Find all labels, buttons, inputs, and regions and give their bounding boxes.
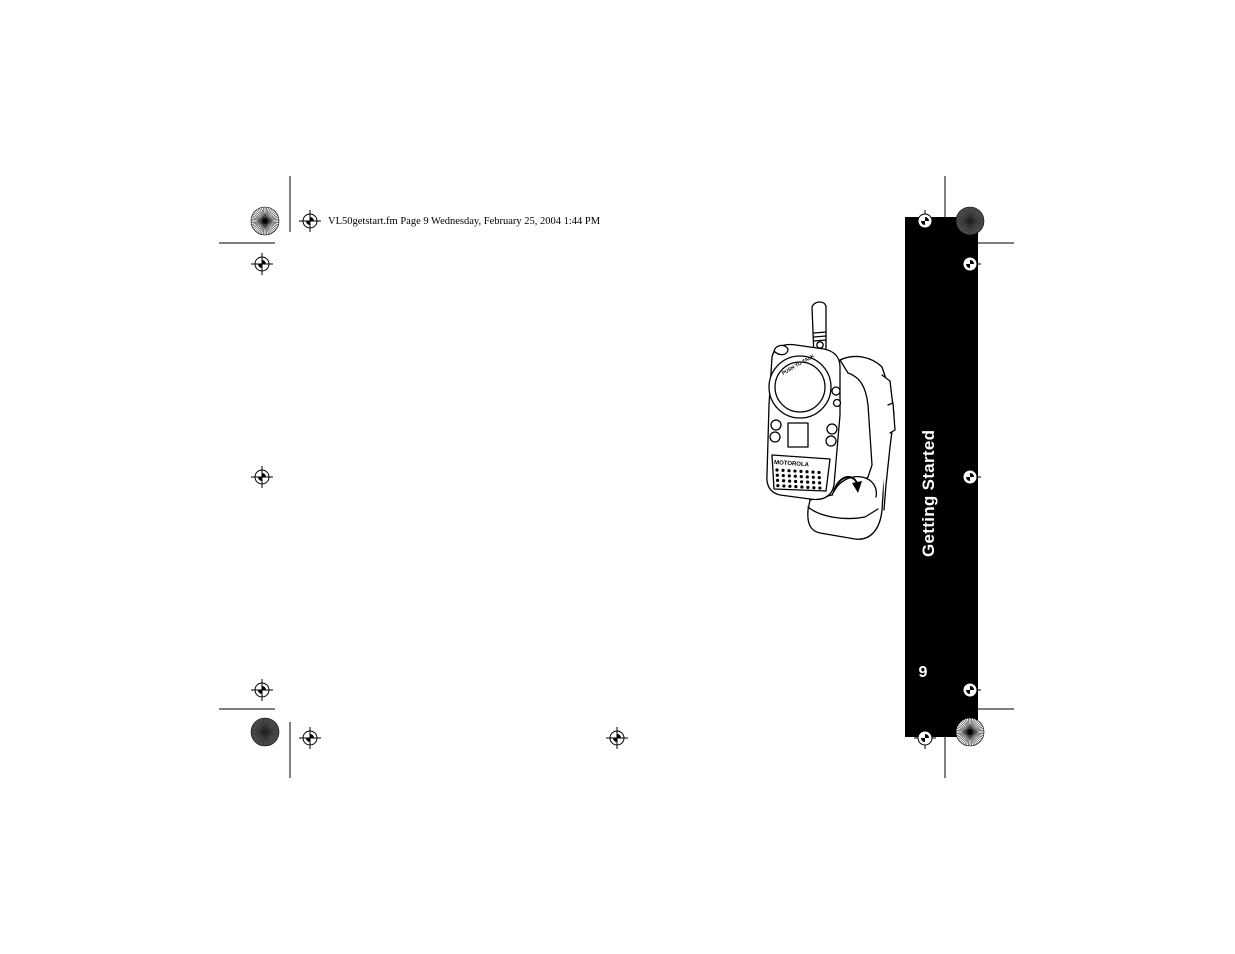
registration-target-icon <box>251 253 273 275</box>
radio-holster-illustration: PUSH TO TALK MOTOROLA <box>766 301 896 540</box>
starburst-icon <box>955 717 985 747</box>
starburst-icon <box>955 206 985 236</box>
page-number: 9 <box>918 664 928 681</box>
registration-target-icon <box>251 466 273 488</box>
registration-target-icon <box>959 466 981 488</box>
starburst-icon <box>250 717 280 747</box>
starburst-icon <box>250 206 280 236</box>
registration-target-icon <box>606 727 628 749</box>
print-header: VL50getstart.fm Page 9 Wednesday, Februa… <box>328 216 601 227</box>
registration-target-icon <box>914 210 936 232</box>
brand-label: MOTOROLA <box>774 460 810 468</box>
registration-target-icon <box>959 679 981 701</box>
registration-target-icon <box>251 679 273 701</box>
registration-target-icon <box>914 727 936 749</box>
registration-target-icon <box>959 253 981 275</box>
registration-target-icon <box>299 727 321 749</box>
registration-target-icon <box>299 210 321 232</box>
